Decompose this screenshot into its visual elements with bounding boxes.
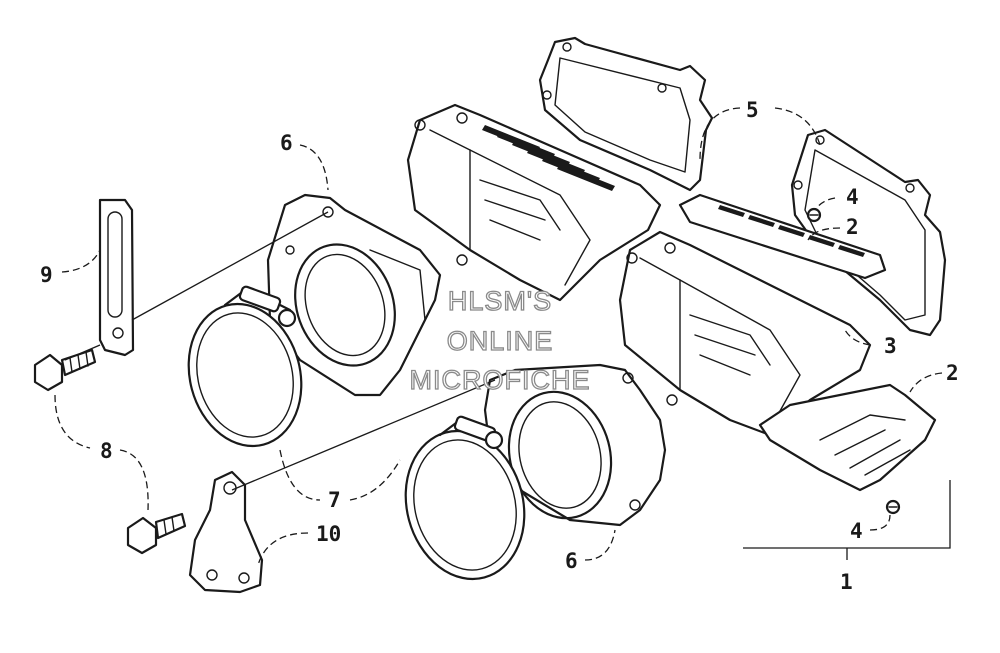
callout-4-lower: 4 — [850, 519, 863, 543]
callout-1: 1 — [840, 570, 853, 594]
reed-petal-upper — [678, 193, 887, 280]
callout-5: 5 — [746, 98, 759, 122]
callout-9: 9 — [40, 263, 53, 287]
clamp-upper — [187, 285, 303, 448]
bolt-lower — [126, 512, 187, 555]
reed-cage-lower — [618, 230, 872, 437]
callout-2-upper: 2 — [846, 215, 859, 239]
callout-8: 8 — [100, 439, 113, 463]
gasket-upper — [538, 36, 714, 192]
callout-3: 3 — [884, 334, 897, 358]
callout-10: 10 — [316, 522, 341, 546]
clamp-lower — [404, 415, 526, 581]
reed-cage-upper — [406, 103, 662, 302]
flange-lower — [483, 363, 667, 527]
mounting-bracket — [188, 470, 264, 594]
watermark-line-2: ONLINE — [447, 326, 554, 356]
bracket-plate — [98, 198, 135, 357]
callout-4-upper: 4 — [846, 185, 859, 209]
flange-upper — [266, 193, 442, 397]
callout-6-lower: 6 — [565, 549, 578, 573]
callout-2-lower: 2 — [946, 361, 959, 385]
callout-leaders — [54, 107, 951, 566]
bolt-upper — [33, 348, 97, 392]
screw-upper — [806, 207, 822, 223]
watermark-line-1: HLSM'S — [448, 286, 552, 316]
watermark-line-3: MICROFICHE — [410, 365, 591, 395]
callout-7: 7 — [328, 488, 341, 512]
callout-labels: 6 9 8 7 10 6 5 4 2 3 2 4 1 — [40, 98, 959, 594]
gasket-lower — [790, 128, 947, 337]
callout-6-upper: 6 — [280, 131, 293, 155]
watermark: HLSM'S ONLINE MICROFICHE — [409, 285, 591, 395]
screw-lower — [885, 499, 901, 515]
reed-petal-lower — [758, 383, 937, 492]
alignment-lines — [64, 211, 496, 491]
